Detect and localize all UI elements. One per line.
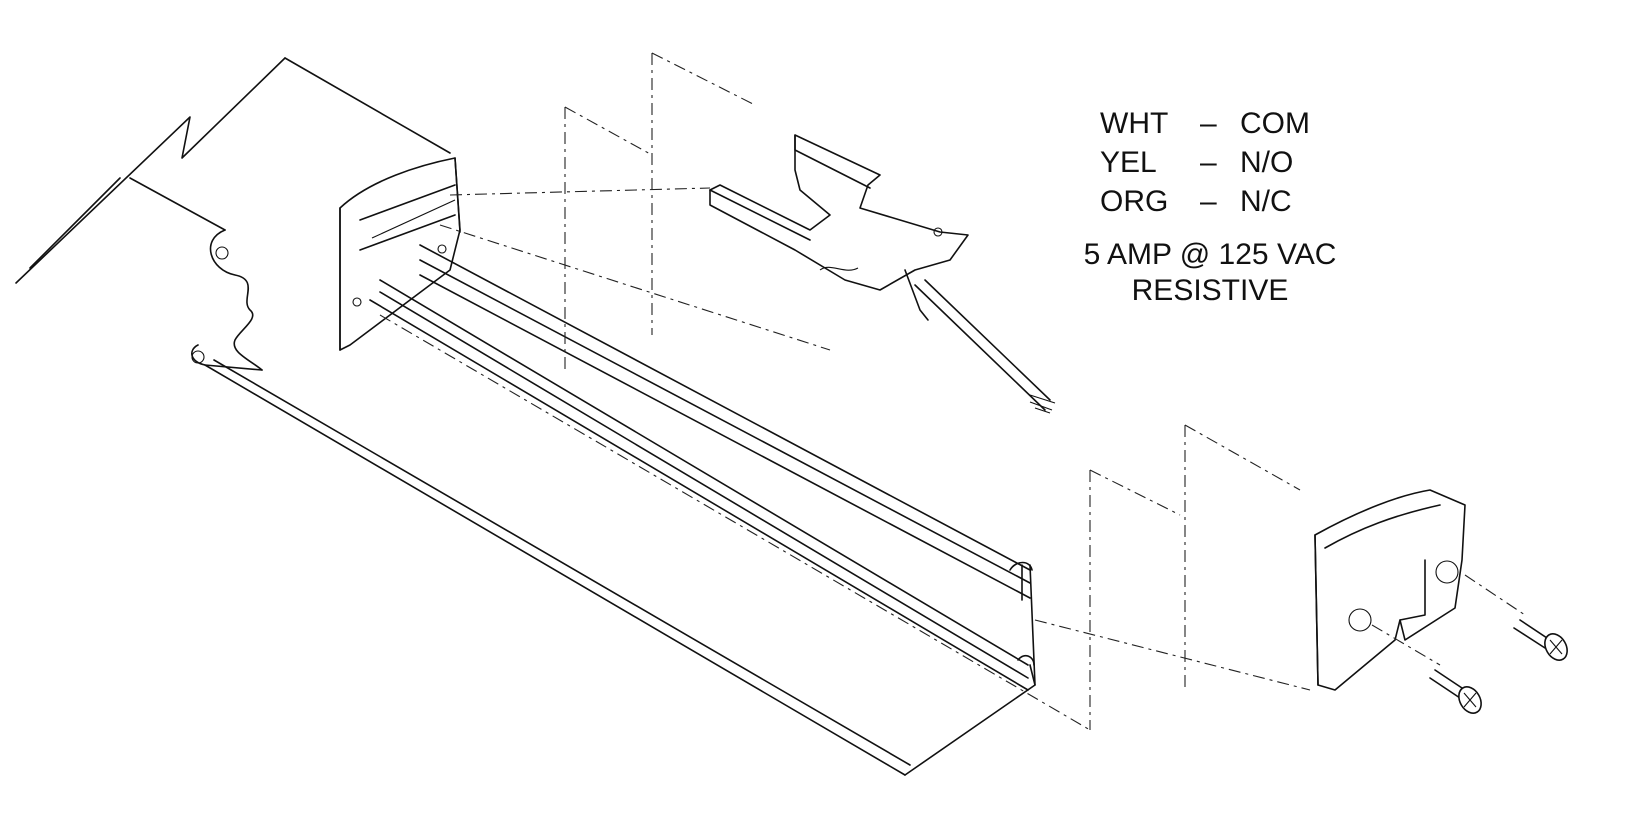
wire-dash: – (1200, 107, 1217, 140)
wire-function: N/C (1240, 185, 1292, 218)
wire-color-code: YEL (1100, 146, 1157, 179)
extrusion-housing (15, 57, 1036, 776)
wire-function: COM (1240, 107, 1310, 140)
end-cap (1314, 489, 1466, 691)
assembly-guide-lines (379, 52, 1526, 731)
wiring-legend: WHT – COM YEL – N/O ORG – N/C (1100, 104, 1310, 221)
electrical-rating: 5 AMP @ 125 VAC RESISTIVE (1060, 237, 1360, 309)
screw-upper (1513, 619, 1568, 661)
wire-dash: – (1200, 185, 1217, 218)
wire-color-code: ORG (1100, 185, 1169, 218)
wiring-row: YEL – N/O (1100, 143, 1310, 182)
wire-color-code: WHT (1100, 107, 1169, 140)
wiring-row: WHT – COM (1100, 104, 1310, 143)
wire-dash: – (1200, 146, 1217, 179)
rating-line-1: 5 AMP @ 125 VAC (1083, 238, 1337, 271)
rating-line-2: RESISTIVE (1131, 274, 1289, 307)
switch-body (709, 134, 1056, 414)
screw-lower (1429, 669, 1482, 714)
wiring-row: ORG – N/C (1100, 182, 1310, 221)
wire-function: N/O (1240, 146, 1294, 179)
